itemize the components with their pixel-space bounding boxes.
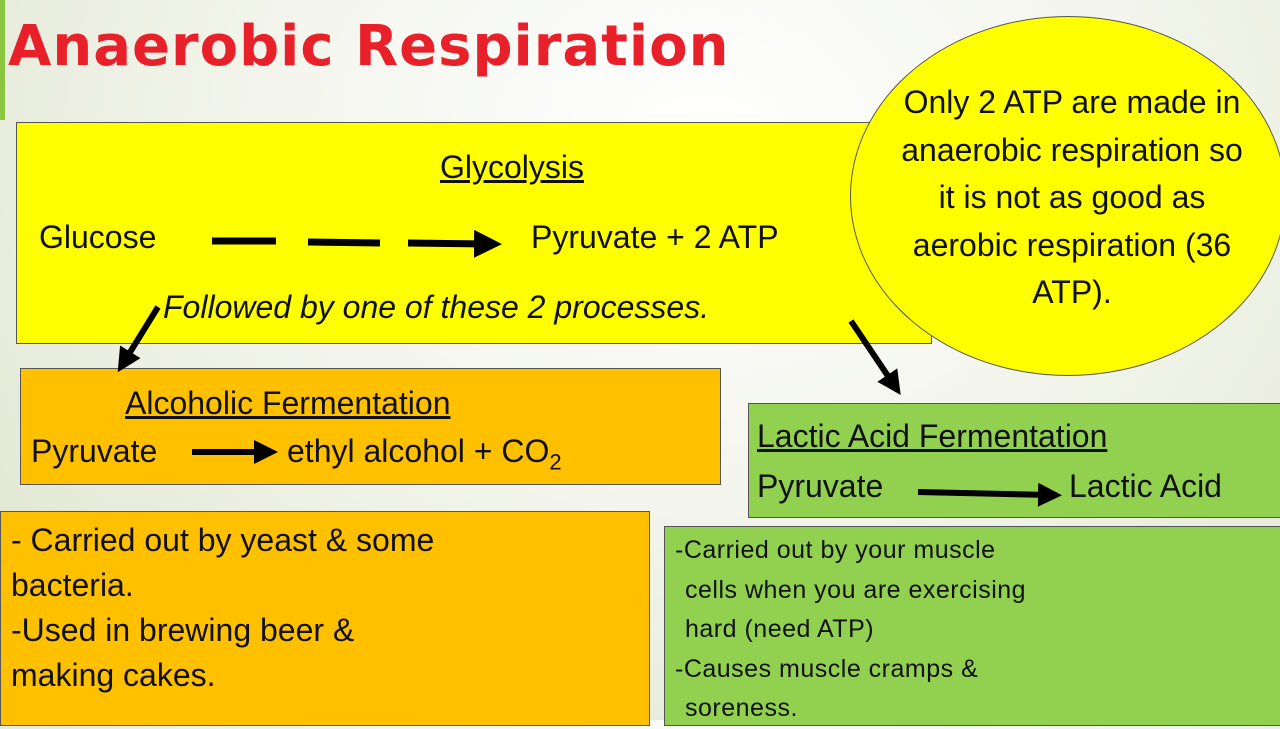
lactic-reaction-arrow (917, 482, 1062, 507)
branch-arrow-right (848, 319, 901, 395)
alcoholic-note-line: making cakes. (11, 657, 216, 693)
callout-text: Only 2 ATP are made in anaerobic respira… (901, 84, 1243, 311)
alcoholic-reactant: Pyruvate (31, 433, 158, 469)
glycolysis-product: Pyruvate + 2 ATP (531, 219, 779, 255)
lactic-note-line: cells when you are exercising (685, 575, 1027, 604)
glycolysis-dash-2 (307, 238, 381, 247)
lactic-fermentation-box: Lactic Acid Fermentation Pyruvate Lactic… (748, 403, 1280, 518)
page-title: Anaerobic Respiration (8, 14, 730, 79)
alcoholic-product-subscript: 2 (549, 449, 562, 475)
glycolysis-heading: Glycolysis (439, 149, 584, 185)
lactic-note-line: -Carried out by your muscle (675, 536, 996, 564)
alcoholic-notes-box: - Carried out by yeast & some bacteria. … (0, 511, 650, 726)
alcoholic-fermentation-box: Alcoholic Fermentation Pyruvate ethyl al… (20, 368, 721, 485)
branch-arrow-left (117, 305, 161, 373)
lactic-note-line: -Causes muscle cramps & (675, 654, 979, 683)
alcoholic-product: ethyl alcohol + CO2 (287, 433, 562, 475)
lactic-reactant: Pyruvate (757, 468, 884, 504)
glycolysis-reactant: Glucose (39, 219, 157, 255)
alcoholic-note-line: bacteria. (11, 567, 134, 603)
alcoholic-product-text: ethyl alcohol + CO (287, 433, 550, 469)
accent-bar (0, 0, 5, 120)
lactic-product: Lactic Acid (1069, 468, 1222, 504)
lactic-heading: Lactic Acid Fermentation (757, 418, 1108, 454)
alcoholic-note-line: - Carried out by yeast & some (11, 522, 435, 558)
lactic-note-line: soreness. (685, 694, 798, 722)
atp-callout: Only 2 ATP are made in anaerobic respira… (850, 16, 1280, 376)
lactic-note-line: hard (need ATP) (685, 615, 875, 643)
alcoholic-heading: Alcoholic Fermentation (125, 385, 451, 421)
followed-by-text: Followed by one of these 2 processes. (163, 289, 710, 325)
alcoholic-note-line: -Used in brewing beer & (11, 612, 355, 648)
glycolysis-arrow (407, 229, 502, 258)
glycolysis-box: Glycolysis Glucose Pyruvate + 2 ATP Foll… (16, 122, 932, 344)
lactic-notes-box: -Carried out by your muscle cells when y… (664, 526, 1280, 726)
